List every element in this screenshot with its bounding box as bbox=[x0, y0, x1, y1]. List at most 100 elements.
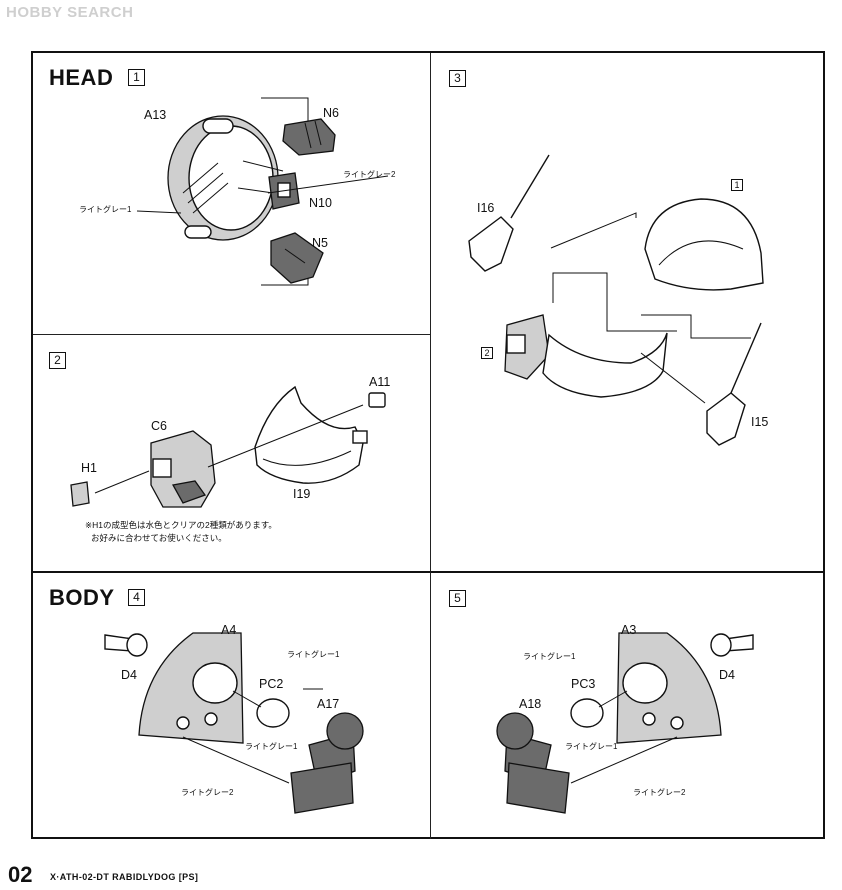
step-1-panel: HEAD 1 A13 N6 N10 bbox=[33, 53, 431, 335]
color-label: ライトグレー1 bbox=[79, 205, 132, 214]
part-label-c6: C6 bbox=[151, 419, 167, 433]
arrow-line bbox=[182, 736, 290, 784]
i15-antenna bbox=[730, 322, 762, 394]
arrow-line bbox=[570, 736, 678, 784]
a4-peg bbox=[176, 716, 190, 730]
step-2-panel: 2 C6 H1 I19 A11 ※H1の成型色は水色とクリアの2種類があります。… bbox=[33, 335, 431, 571]
part-label-d4: D4 bbox=[719, 668, 735, 682]
part-label-a3: A3 bbox=[621, 623, 637, 637]
a4-peg bbox=[204, 712, 218, 726]
a4-part bbox=[138, 632, 244, 744]
part-label-n5: N5 bbox=[312, 236, 328, 250]
guide-line bbox=[261, 97, 309, 125]
part-label-pc2: PC2 bbox=[259, 677, 284, 691]
a13-bottom-slot bbox=[184, 225, 212, 239]
arrow-line bbox=[94, 470, 150, 494]
part-label-h1: H1 bbox=[81, 461, 97, 475]
step-3-panel: 3 I16 I15 1 2 bbox=[431, 53, 825, 571]
assembly-2-ring bbox=[542, 332, 668, 398]
part-label-i16: I16 bbox=[477, 201, 495, 215]
part-label-a11: A11 bbox=[369, 375, 391, 389]
c6-window bbox=[152, 458, 172, 478]
c6-detail bbox=[171, 480, 207, 504]
a3-peg bbox=[642, 712, 656, 726]
n6-part bbox=[282, 118, 336, 156]
d4-cap bbox=[126, 633, 148, 657]
a18-base bbox=[506, 762, 570, 814]
note-line-1: ※H1の成型色は水色とクリアの2種類があります。 bbox=[85, 520, 277, 530]
color-label: ライトグレー1 bbox=[523, 652, 576, 661]
i19-part bbox=[254, 385, 364, 484]
part-label-i15: I15 bbox=[751, 415, 769, 429]
watermark: HOBBY SEARCH bbox=[6, 4, 134, 21]
page-number: 02 bbox=[8, 862, 33, 887]
guide-line bbox=[242, 160, 284, 172]
guide-line bbox=[641, 314, 751, 339]
part-label-pc3: PC3 bbox=[571, 677, 596, 691]
leader-line bbox=[267, 175, 389, 194]
assembly-2-window bbox=[506, 334, 526, 354]
a3-peg bbox=[670, 716, 684, 730]
pc3-part bbox=[570, 698, 604, 728]
a17-gear bbox=[326, 712, 364, 750]
part-label-a18: A18 bbox=[519, 697, 542, 711]
color-label: ライトグレー1 bbox=[287, 650, 340, 659]
step-number: 5 bbox=[449, 590, 466, 607]
product-code: X·ATH-02-DT RABIDLYDOG [PS] bbox=[50, 872, 199, 882]
guide-line bbox=[640, 352, 706, 404]
color-label: ライトグレー2 bbox=[181, 788, 234, 797]
step-number: 4 bbox=[128, 589, 145, 606]
guide-line bbox=[237, 187, 274, 194]
a4-hole bbox=[192, 662, 238, 704]
part-label-a17: A17 bbox=[317, 697, 340, 711]
step-number: 2 bbox=[49, 352, 66, 369]
helmet-visor bbox=[658, 240, 744, 266]
i16-antenna bbox=[510, 154, 550, 219]
a13-inner bbox=[188, 125, 274, 231]
color-label: ライトグレー2 bbox=[633, 788, 686, 797]
part-label-n10: N10 bbox=[309, 196, 332, 210]
leader-line bbox=[136, 210, 182, 214]
h1-part bbox=[70, 481, 90, 507]
part-label-a13: A13 bbox=[144, 108, 167, 122]
note-line-2: お好みに合わせてお使いください。 bbox=[91, 533, 227, 543]
a3-part bbox=[616, 632, 722, 744]
color-label: ライトグレー1 bbox=[245, 742, 298, 751]
step-4-illustration bbox=[104, 632, 364, 814]
color-label: ライトグレー1 bbox=[565, 742, 618, 751]
a13-top-slot bbox=[202, 118, 234, 134]
section-title-body: BODY bbox=[49, 585, 115, 610]
helmet-assembly bbox=[644, 198, 764, 291]
step-1-illustration bbox=[136, 97, 389, 286]
arrow-line bbox=[598, 690, 628, 708]
arrow-line bbox=[232, 690, 262, 708]
step-2-illustration bbox=[70, 385, 386, 508]
a17-base bbox=[290, 762, 354, 814]
part-label-n6: N6 bbox=[323, 106, 339, 120]
arrow-line bbox=[207, 404, 364, 468]
part-label-a4: A4 bbox=[221, 623, 237, 637]
a13-detail bbox=[182, 162, 229, 214]
i19-detail bbox=[262, 450, 352, 466]
part-label-i19: I19 bbox=[293, 487, 311, 501]
color-label: ライトグレー2 bbox=[343, 170, 396, 179]
i19-tab bbox=[352, 430, 368, 444]
i15-part bbox=[706, 392, 746, 446]
a11-part bbox=[368, 392, 386, 408]
d4-cap bbox=[710, 633, 732, 657]
n5-detail bbox=[284, 248, 306, 264]
assembly-2-front bbox=[504, 314, 550, 380]
step-5-illustration bbox=[496, 632, 754, 814]
n6-detail bbox=[304, 120, 322, 149]
step-number: 3 bbox=[449, 70, 466, 87]
reference-step: 2 bbox=[481, 347, 493, 359]
instruction-sheet: HEAD 1 A13 N6 N10 bbox=[31, 51, 825, 839]
pc2-part bbox=[256, 698, 290, 728]
a18-gear bbox=[496, 712, 534, 750]
step-5-panel: 5 A3 D4 PC3 A18 ライトグレー1 ライトグレー1 ライトグレー2 bbox=[431, 571, 825, 839]
step-number: 1 bbox=[128, 69, 145, 86]
i16-part bbox=[468, 216, 514, 272]
step-3-illustration bbox=[468, 154, 764, 446]
section-title-head: HEAD bbox=[49, 65, 114, 90]
step-4-panel: BODY 4 A4 D4 PC2 A17 ライトグレー1 ライトグレー1 ライ bbox=[33, 571, 431, 839]
